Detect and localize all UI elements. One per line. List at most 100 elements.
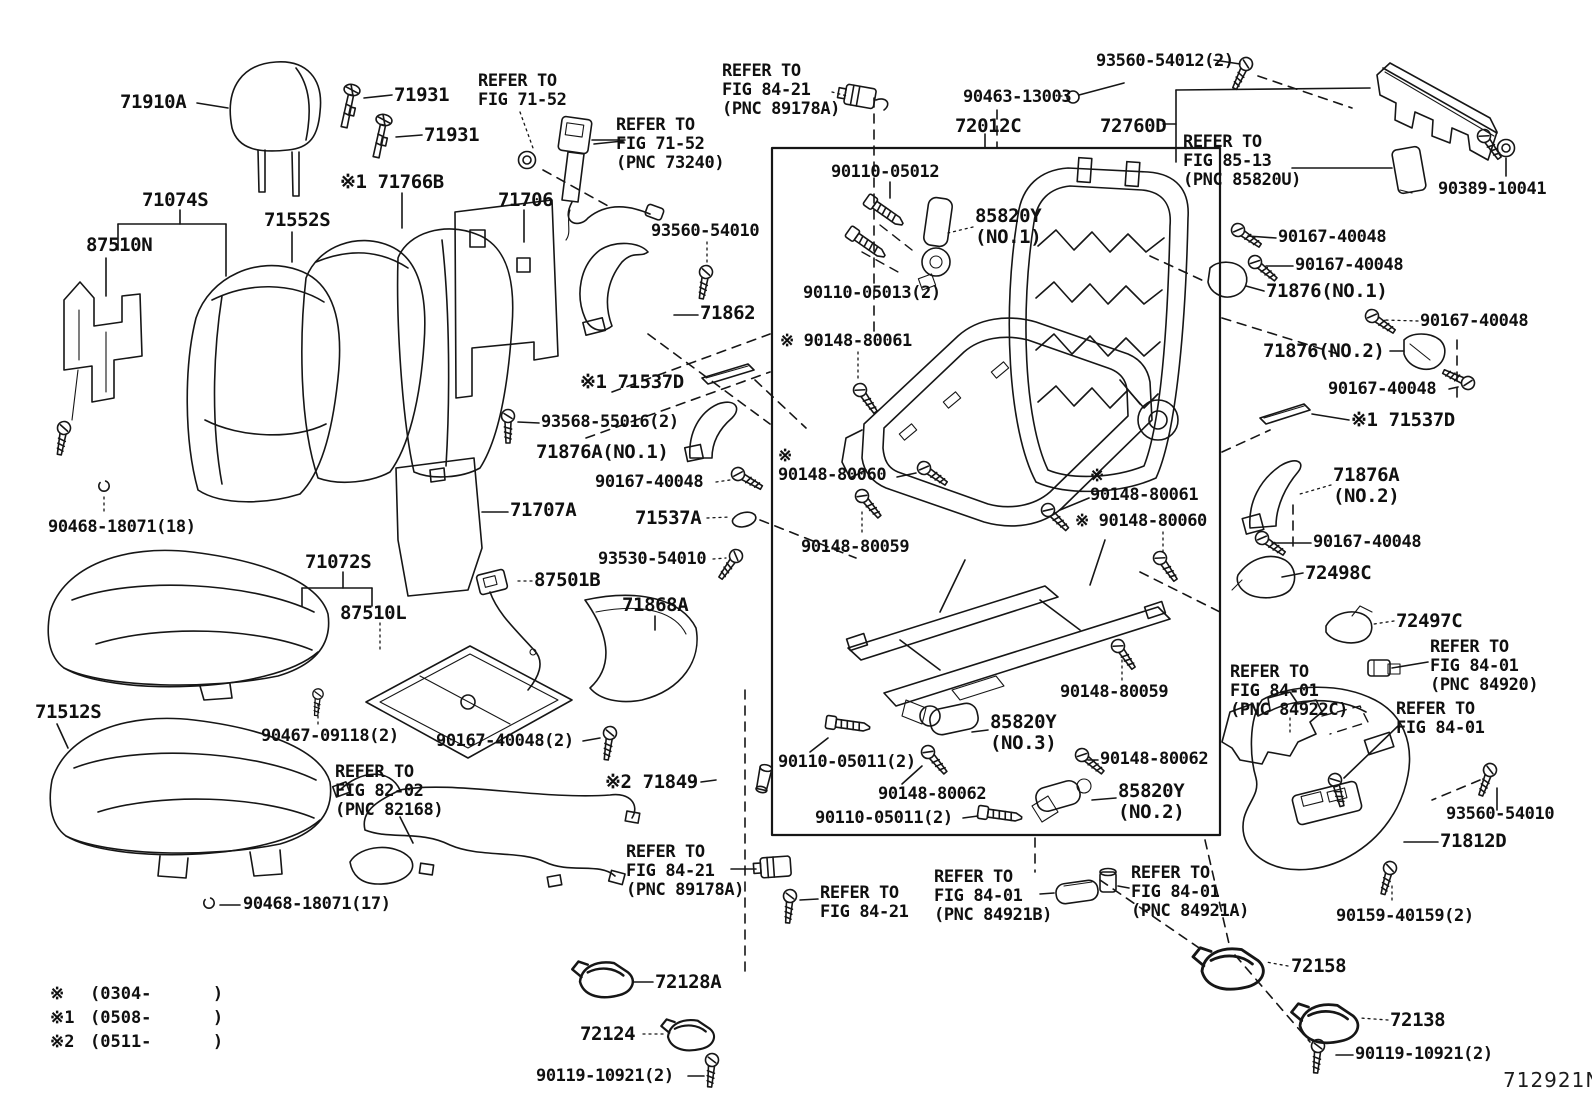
part-label-71868a: 71868A <box>622 594 689 616</box>
ref-label-fig84-01-pnc84921a: REFER TO FIG 84-01 (PNC 84921A) <box>1131 863 1250 921</box>
part-label-71552s: 71552S <box>264 209 331 231</box>
part-label-71876a-no2: 71876A (NO.2) <box>1333 464 1400 507</box>
lumbar-panel-72760d-drawing <box>1376 62 1498 161</box>
part-label-71849: ※2 71849 <box>605 771 698 793</box>
part-label-85820y-no1: 85820Y (NO.1) <box>975 205 1042 248</box>
part-label-90110-05011-b: 90110-05011(2) <box>815 808 953 828</box>
legend-symbol-1: ※ <box>50 984 65 1004</box>
bushing-84921a-drawing <box>1099 867 1117 893</box>
seat-back-frame-drawing <box>1008 156 1189 493</box>
bracket-71876-no2-drawing <box>1403 333 1446 370</box>
seat-cushion-71512s-drawing <box>49 717 332 879</box>
switch-84920-drawing <box>1367 659 1401 677</box>
part-label-90463-13003: 90463-13003 <box>963 87 1072 107</box>
part-label-72498c: 72498C <box>1305 562 1372 584</box>
ref-label-fig85-13-pnc85820u: REFER TO FIG 85-13 (PNC 85820U) <box>1183 132 1302 190</box>
ref-label-fig84-21-pnc89178a-top: REFER TO FIG 84-21 (PNC 89178A) <box>722 61 841 119</box>
ref-label-fig82-02-pnc82168: REFER TO FIG 82-02 (PNC 82168) <box>335 762 444 820</box>
part-label-71707a: 71707A <box>510 499 577 521</box>
part-label-71910a: 71910A <box>120 91 187 113</box>
part-label-71537a: 71537A <box>635 507 702 529</box>
part-label-72012c: 72012C <box>955 115 1022 137</box>
part-label-85820y-no2: 85820Y (NO.2) <box>1118 780 1185 823</box>
motor-85820y-no2-drawing <box>1031 778 1092 823</box>
part-label-71876-no1: 71876(NO.1) <box>1266 280 1388 302</box>
part-label-87510n: 87510N <box>86 234 153 256</box>
bracket-72497c-drawing <box>1325 605 1373 644</box>
part-label-93560-54012: 93560-54012(2) <box>1096 51 1234 71</box>
part-label-71074s: 71074S <box>142 189 209 211</box>
part-label-71512s: 71512S <box>35 701 102 723</box>
part-label-90167-40048-r2: 90167-40048 <box>1295 255 1404 275</box>
part-label-90119-10921-right: 90119-10921(2) <box>1355 1044 1493 1064</box>
bracket-84922c-drawing <box>1221 691 1369 765</box>
frame-box-72012c <box>770 146 1222 837</box>
part-label-72128a: 72128A <box>655 971 722 993</box>
slide-rails-drawing <box>845 539 1171 707</box>
bracket-72498c-drawing <box>1231 555 1296 599</box>
dashed-construction-lines <box>542 75 1481 1043</box>
part-label-90148-80062-b: 90148-80062 <box>1100 749 1209 769</box>
legend-symbol-2: ※1 <box>50 1008 75 1028</box>
legend-range-2: (0508- ) <box>90 1008 224 1028</box>
strip-71537d-right-drawing <box>1259 403 1311 425</box>
part-label-71931-a: 71931 <box>394 84 450 106</box>
cushion-heater-87510l-drawing <box>365 645 573 759</box>
bracket-71876a-no1-drawing <box>683 401 738 463</box>
catalog-id: 712921N <box>1503 1068 1592 1092</box>
ref-label-fig71-52-pnc73240: REFER TO FIG 71-52 (PNC 73240) <box>616 115 725 173</box>
seat-back-boards-drawing <box>395 199 559 597</box>
strip-71537a-drawing <box>731 511 757 528</box>
part-label-72124: 72124 <box>580 1023 636 1045</box>
connector-87501b-drawing <box>475 568 541 691</box>
part-label-71876a-no1: 71876A(NO.1) <box>536 441 669 463</box>
part-label-71812d: 71812D <box>1440 830 1507 852</box>
part-label-90167-40048-2: 90167-40048(2) <box>436 731 574 751</box>
seat-cushion-71072s-drawing <box>47 549 330 701</box>
part-label-93530-54010: 93530-54010 <box>598 549 707 569</box>
part-label-90159-40159: 90159-40159(2) <box>1336 906 1474 926</box>
ref-label-fig84-01-pnc84921b: REFER TO FIG 84-01 (PNC 84921B) <box>934 867 1053 925</box>
ref-label-fig84-21-pnc89178a-bottom: REFER TO FIG 84-21 (PNC 89178A) <box>626 842 745 900</box>
part-label-90148-80059-left: 90148-80059 <box>801 537 910 557</box>
belt-guide-71862-drawing <box>579 242 649 337</box>
part-label-90148-80062-a: 90148-80062 <box>878 784 987 804</box>
part-label-87510l: 87510L <box>340 602 407 624</box>
part-label-90167-40048-r1: 90167-40048 <box>1278 227 1387 247</box>
torsion-rod-drawing <box>1066 82 1125 104</box>
leader-lines <box>56 59 1507 1077</box>
motor-85820y-no3-drawing <box>901 699 979 736</box>
legend-symbol-3: ※2 <box>50 1032 75 1052</box>
bracket-71876a-no2-drawing <box>1241 460 1302 535</box>
part-label-90467-09118: 90467-09118(2) <box>261 726 399 746</box>
seat-cushion-frame-drawing <box>841 317 1179 527</box>
part-label-71862: 71862 <box>700 302 756 324</box>
part-label-72760d: 72760D <box>1100 115 1167 137</box>
part-label-71537d-right: ※1 71537D <box>1351 409 1455 431</box>
ref-label-fig84-01-pnc84920: REFER TO FIG 84-01 (PNC 84920) <box>1430 637 1539 695</box>
part-label-90110-05012: 90110-05012 <box>831 162 940 182</box>
part-label-93568-55016: 93568-55016(2) <box>541 412 679 432</box>
part-label-71537d-left: ※1 71537D <box>580 371 684 393</box>
part-label-93560-54010-top: 93560-54010 <box>651 221 760 241</box>
switch-84921b-drawing <box>1055 879 1099 905</box>
part-label-85820y-no3: 85820Y (NO.3) <box>990 711 1057 754</box>
ref-label-fig84-01-pnc84922c: REFER TO FIG 84-01 (PNC 84922C) <box>1230 662 1349 720</box>
part-label-90110-05013: 90110-05013(2) <box>803 283 941 303</box>
strip-71537d-left-drawing <box>701 363 755 385</box>
seat-back-covers-drawing <box>186 228 514 503</box>
part-label-87501b: 87501B <box>534 569 601 591</box>
side-shield-71812d-drawing <box>1242 686 1411 871</box>
part-label-90148-80059-right: 90148-80059 <box>1060 682 1169 702</box>
motor-85820y-no1-drawing <box>917 196 953 291</box>
legend-row-3: ※2(0511- ) <box>50 1032 223 1052</box>
part-label-90167-40048-r5: 90167-40048 <box>1313 532 1422 552</box>
part-label-71931-b: 71931 <box>424 124 480 146</box>
part-label-72497c: 72497C <box>1396 610 1463 632</box>
legend-range-1: (0304- ) <box>90 984 224 1004</box>
part-label-93560-54010-br: 93560-54010 <box>1446 804 1555 824</box>
part-label-90167-40048-r4: 90167-40048 <box>1328 379 1437 399</box>
part-label-90148-80060-right: ※ 90148-80060 <box>1075 511 1207 531</box>
